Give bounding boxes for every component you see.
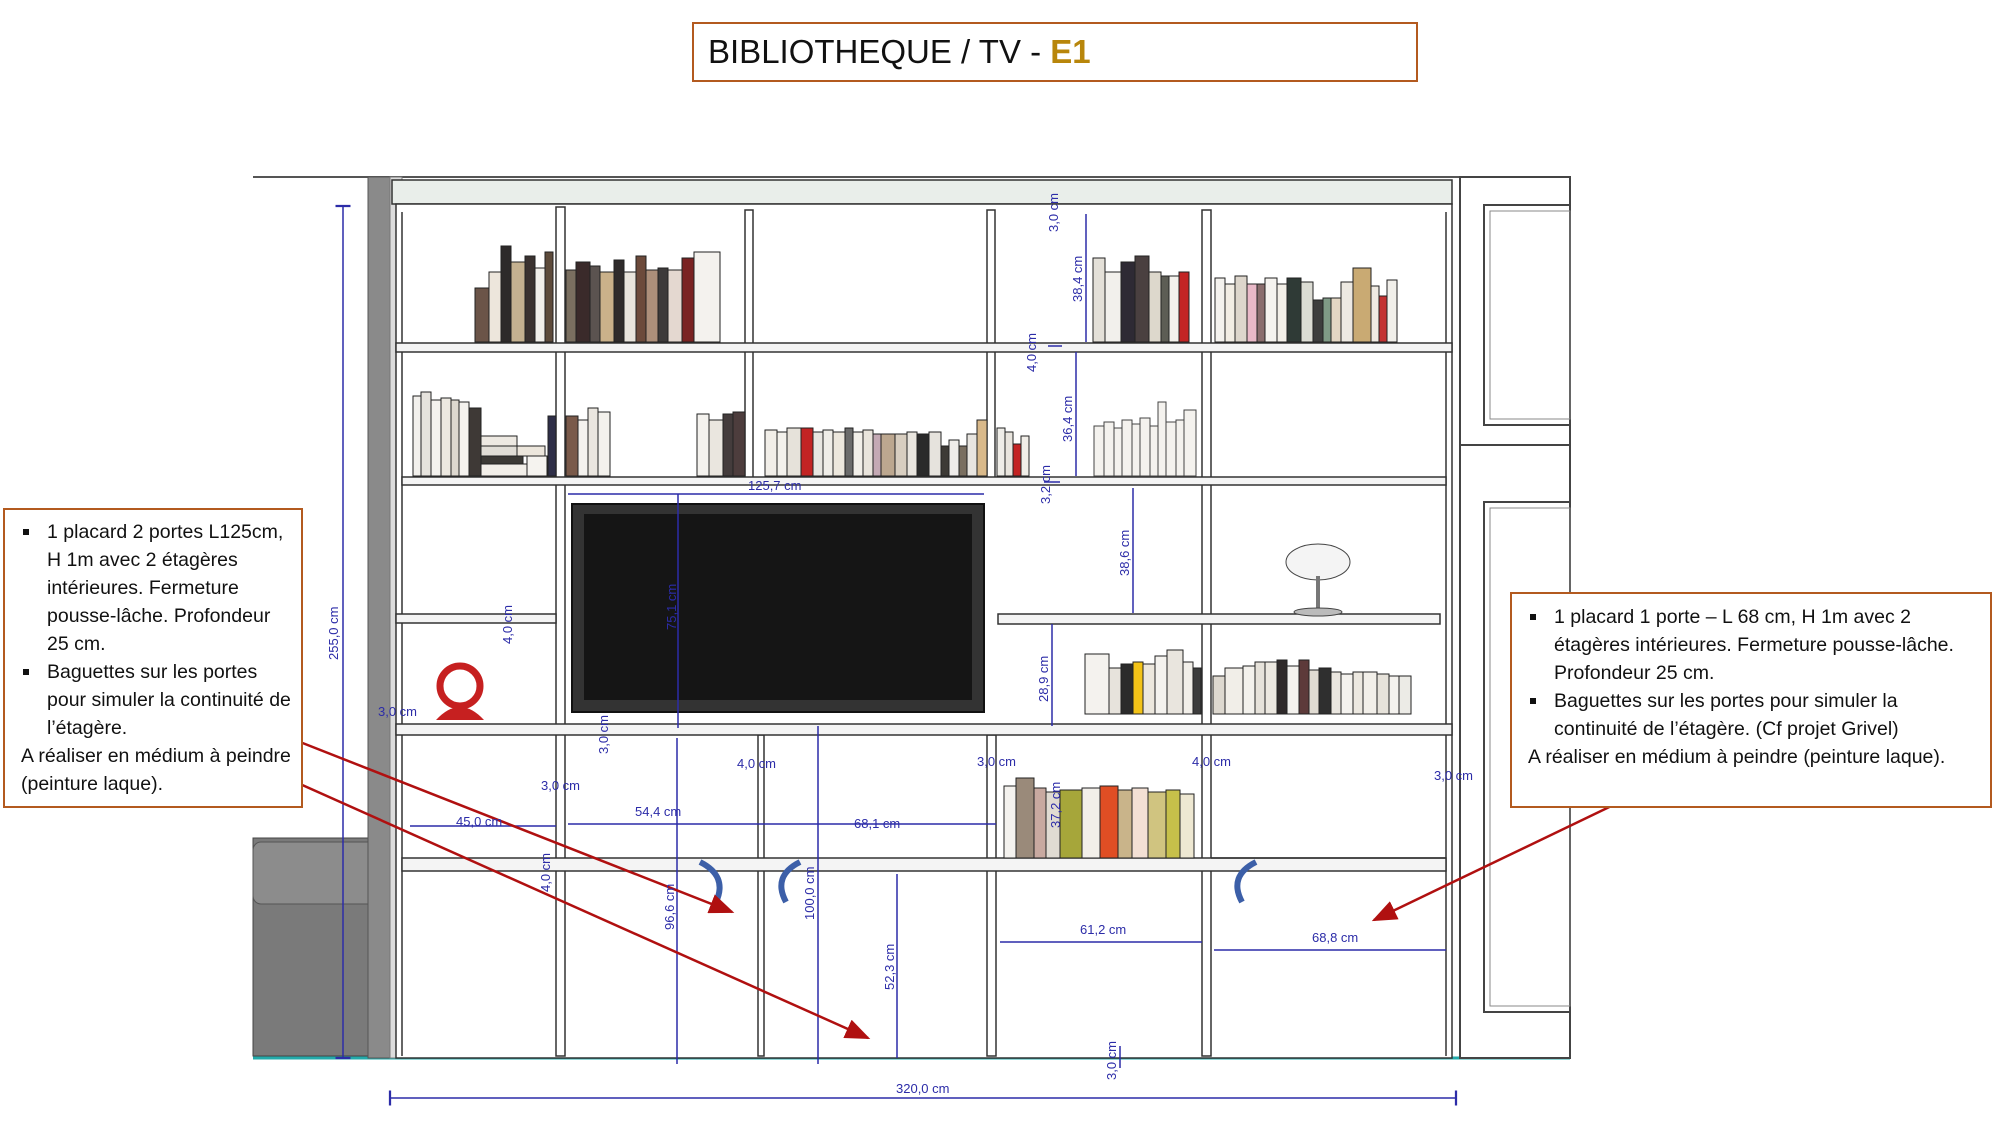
note-left-item: 1 placard 2 portes L125cm, H 1m avec 2 é…: [5, 518, 295, 658]
note-left-footer: A réaliser en médium à peindre (peinture…: [21, 745, 291, 795]
dim-books-row: 37,2 cm: [1048, 782, 1063, 828]
dim-cab-height-a: 96,6 cm: [662, 884, 677, 930]
books-cabinet: [1003, 777, 1195, 859]
dim-second-niche: 36,4 cm: [1060, 396, 1075, 442]
tv: [571, 503, 985, 713]
dim-sep-tv: 3,0 cm: [596, 715, 611, 754]
dim-total-width: 320,0 cm: [896, 1081, 949, 1096]
pointer-arrows: [299, 740, 1629, 1040]
note-right: 1 placard 1 porte – L 68 cm, H 1m avec 2…: [1510, 592, 1992, 808]
dim-right-w2: 68,8 cm: [1312, 930, 1358, 945]
dim-right-side: 3,0 cm: [1434, 768, 1473, 783]
lamp: [1285, 543, 1351, 617]
dim-div-mid: 3,0 cm: [977, 754, 1016, 769]
dim-right-w1: 61,2 cm: [1080, 922, 1126, 937]
books-second-middle: [696, 411, 1030, 477]
dim-shelf1: 4,0 cm: [1024, 333, 1039, 372]
sofa: [252, 837, 388, 1057]
note-right-item: 1 placard 1 porte – L 68 cm, H 1m avec 2…: [1512, 603, 1984, 687]
red-clock-object: [436, 662, 484, 720]
dim-top-niche: 38,4 cm: [1070, 256, 1085, 302]
dimension-lines: [335, 204, 1458, 1106]
books-second-left: [412, 391, 611, 477]
dim-third-niche: 38,6 cm: [1117, 530, 1132, 576]
dim-cab-top-left: 3,0 cm: [541, 778, 580, 793]
books-top-left: [474, 245, 721, 343]
dim-top-gap: 3,0 cm: [1046, 193, 1061, 232]
note-right-list: 1 placard 1 porte – L 68 cm, H 1m avec 2…: [1512, 603, 1984, 743]
dim-door-height: 52,3 cm: [882, 944, 897, 990]
dim-inner-left: 54,4 cm: [635, 804, 681, 819]
dim-cab-left-width: 45,0 cm: [456, 814, 502, 829]
dim-tv-width: 125,7 cm: [748, 478, 801, 493]
title-code: E1: [1050, 33, 1091, 70]
dim-shelf2: 3,2 cm: [1038, 465, 1053, 504]
note-left-item: Baguettes sur les portes pour simuler la…: [5, 658, 295, 742]
books-top-right: [1092, 255, 1398, 343]
wall-pillar: [367, 176, 391, 1059]
title-text: BIBLIOTHEQUE / TV -: [708, 33, 1051, 70]
note-left: 1 placard 2 portes L125cm, H 1m avec 2 é…: [3, 508, 303, 808]
dim-inner-mid: 68,1 cm: [854, 816, 900, 831]
dim-cab-shelf-left: 4,0 cm: [538, 853, 553, 892]
note-left-list: 1 placard 2 portes L125cm, H 1m avec 2 é…: [5, 518, 295, 742]
dim-div-left: 4,0 cm: [737, 756, 776, 771]
note-right-item: Baguettes sur les portes pour simuler la…: [1512, 687, 1984, 743]
dim-plinth: 3,0 cm: [1104, 1041, 1119, 1080]
dim-left-shelf: 4,0 cm: [500, 605, 515, 644]
dim-fourth-niche: 28,9 cm: [1036, 656, 1051, 702]
dim-tv-height: 75,1 cm: [664, 584, 679, 630]
books-second-right: [1093, 401, 1197, 477]
note-right-footer: A réaliser en médium à peindre (peinture…: [1528, 746, 1946, 768]
title-box: BIBLIOTHEQUE / TV - E1: [692, 22, 1418, 82]
dim-left-side: 3,0 cm: [378, 704, 417, 719]
dim-cab-height-b: 100,0 cm: [802, 867, 817, 920]
dim-div-right: 4,0 cm: [1192, 754, 1231, 769]
dim-total-height: 255,0 cm: [326, 607, 341, 660]
books-lower-right: [1084, 649, 1412, 715]
